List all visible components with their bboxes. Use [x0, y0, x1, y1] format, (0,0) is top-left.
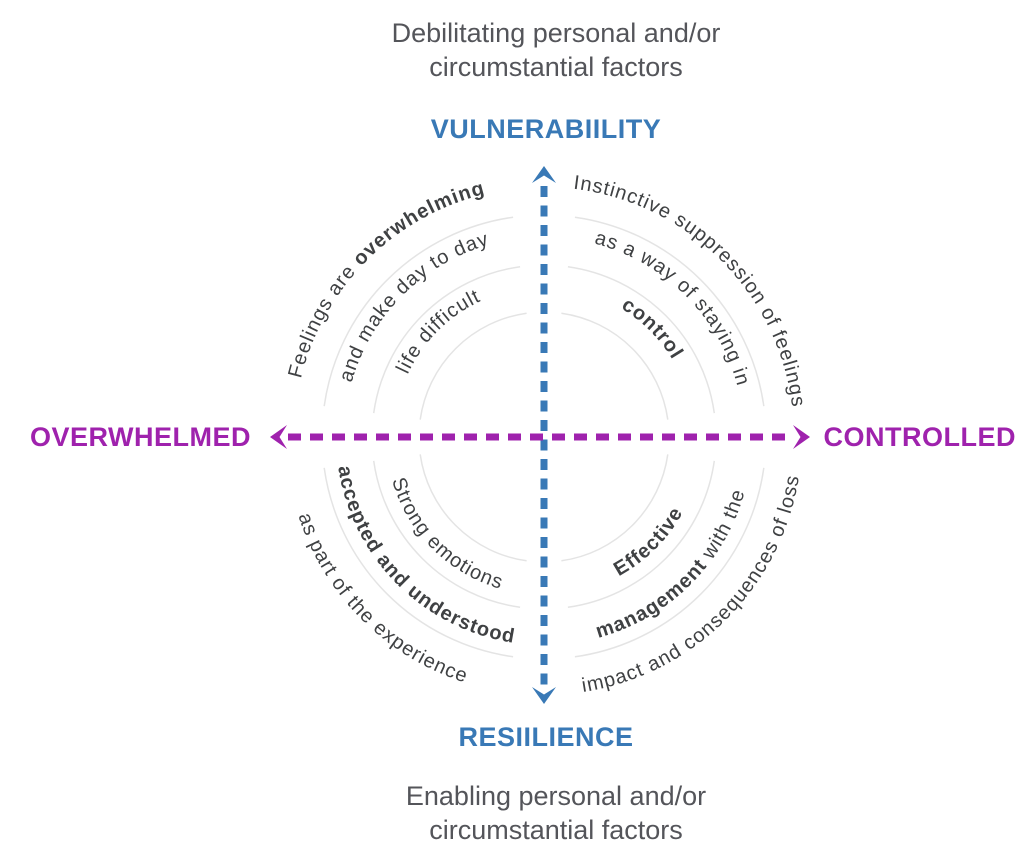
- bottom-factors-line2: circumstantial factors: [429, 815, 683, 845]
- tl-outer-text: Feelings are overwhelming: [284, 177, 487, 380]
- arc-br-outer: [574, 467, 765, 658]
- bl-outer-text: as part of the experience: [293, 510, 470, 687]
- divider-arcs: [323, 216, 765, 658]
- arrow-right-icon: [793, 425, 810, 449]
- br-inner-text: Effective: [610, 503, 688, 580]
- bottom-factors-line1: Enabling personal and/or: [405, 781, 707, 811]
- arc-tl-outer: [323, 216, 514, 407]
- arc-bl-middle: [372, 460, 521, 609]
- arrow-up-icon: [532, 166, 556, 183]
- vertical-axis: [532, 166, 556, 704]
- arc-tr-middle: [567, 265, 716, 414]
- arc-tl-middle: [372, 265, 521, 414]
- top-factors-line2: circumstantial factors: [429, 52, 683, 82]
- arc-br-middle: [567, 460, 716, 609]
- top-factors-title: Debilitating personal and/or circumstant…: [392, 16, 721, 84]
- top-factors-line1: Debilitating personal and/or: [391, 18, 721, 48]
- arrow-left-icon: [270, 425, 287, 449]
- overwhelmed-label: OVERWHELMED: [30, 422, 252, 452]
- arc-tr-outer: [574, 216, 765, 407]
- arc-bl-inner: [419, 454, 527, 562]
- arc-tl-inner: [419, 312, 527, 420]
- arc-tr-inner: [561, 312, 669, 420]
- arc-br-inner: [561, 454, 669, 562]
- resilience-label: RESIILIENCE: [458, 722, 634, 752]
- bottom-factors-title: Enabling personal and/or circumstantial …: [406, 779, 706, 847]
- arrow-down-icon: [532, 687, 556, 704]
- controlled-label: CONTROLLED: [823, 422, 1016, 452]
- vulnerability-label: VULNERABIILITY: [430, 114, 662, 144]
- horizontal-axis: [270, 425, 810, 449]
- arc-bl-outer: [323, 467, 514, 658]
